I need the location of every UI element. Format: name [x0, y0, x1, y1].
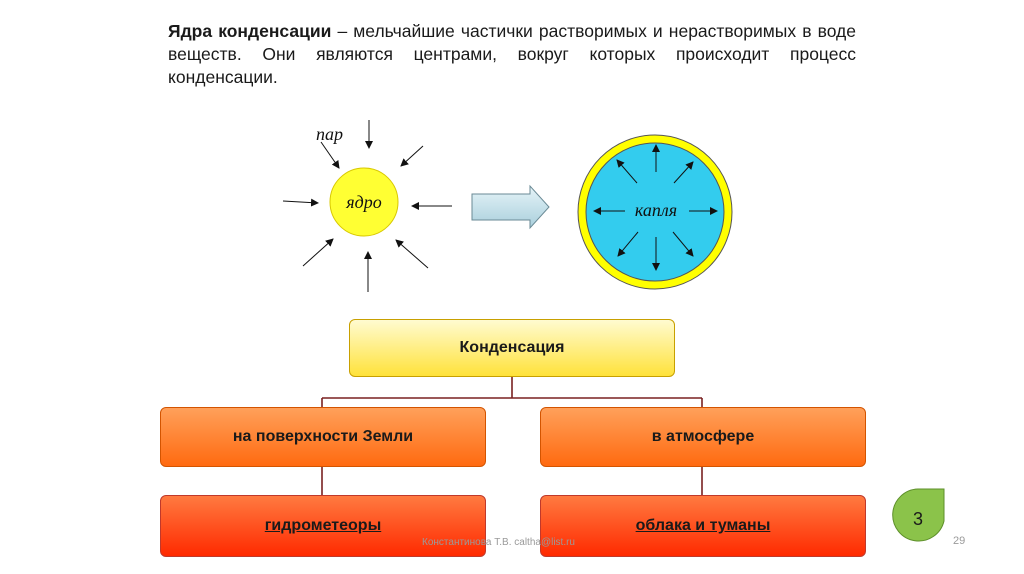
definition-paragraph: Ядра конденсации – мельчайшие частички р…: [168, 20, 856, 89]
slide-badge-number: 3: [912, 509, 923, 529]
transition-arrow: [471, 184, 550, 230]
drop-circle: [585, 142, 725, 282]
drop-group: капля: [577, 134, 733, 290]
nucleus-label: ядро: [345, 192, 381, 212]
drop-arrow: [616, 159, 638, 184]
drop-arrow: [617, 231, 639, 257]
vapor-label: пар: [316, 124, 343, 144]
tree-root-condensation: Конденсация: [349, 319, 675, 377]
tree-branch-surface: на поверхности Земли: [160, 407, 486, 467]
vapor-arrow: [282, 198, 319, 207]
tree-leaf-clouds-fogs[interactable]: облака и туманы: [540, 495, 866, 557]
definition-term: Ядра конденсации: [168, 21, 332, 41]
drop-arrow: [673, 161, 694, 184]
vapor-arrow: [302, 238, 334, 267]
tree-connectors: [321, 375, 703, 495]
page-number: 29: [953, 535, 966, 547]
vapor-arrow: [395, 239, 429, 269]
vapor-arrow: [400, 145, 424, 167]
vapor-arrow: [320, 141, 340, 169]
tree-branch-atmosphere: в атмосфере: [540, 407, 866, 467]
tree-leaf-hydrometeors[interactable]: гидрометеоры: [160, 495, 486, 557]
drop-arrow: [672, 231, 694, 257]
drop-label: капля: [635, 200, 677, 220]
nucleus-group: пар ядро: [282, 120, 452, 292]
nucleus-circle: [329, 167, 399, 237]
definition-text: – мельчайшие частички растворимых и нера…: [168, 21, 856, 87]
footer-author: Константинова Т.В. caltha@list.ru: [422, 537, 575, 548]
slide-badge-leaf: [892, 488, 945, 542]
